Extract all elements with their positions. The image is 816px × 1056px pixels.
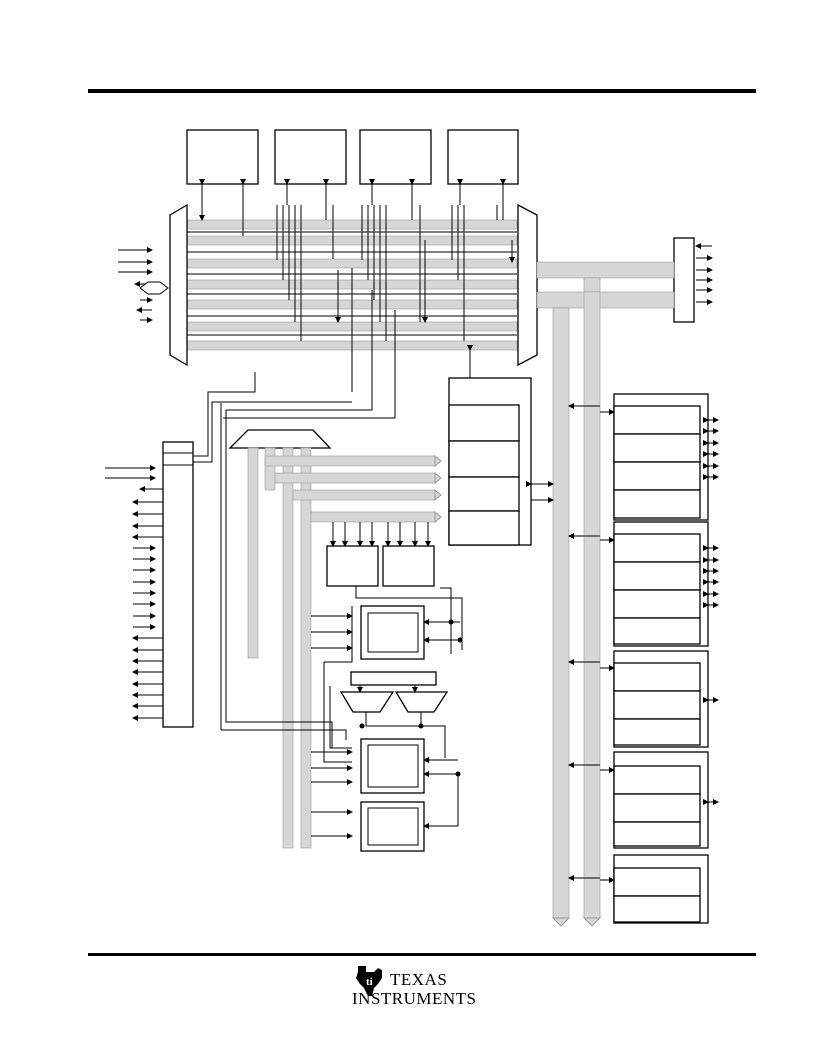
left-bus-pins [118,247,169,323]
left-io-block [105,372,352,728]
top-block-1 [186,129,259,185]
right-connector-block [673,237,713,323]
accumulator-section [220,392,463,852]
top-block-2 [274,129,347,185]
central-controller [448,345,554,546]
ti-logo: ti TEXAS INSTRUMENTS [352,964,492,1014]
left-bus-connector [169,203,188,367]
ti-state-bug-icon: ti [356,966,382,996]
peripheral-bus [536,261,675,927]
multiplier-section [311,605,463,713]
peripheral-modules [568,393,719,924]
top-blocks [186,129,519,185]
footer-rule [88,953,756,956]
header-rule [88,89,756,93]
register-blocks [326,522,435,587]
top-block-links [199,179,515,392]
top-block-4 [447,129,519,185]
logo-text-instruments: INSTRUMENTS [352,989,477,1008]
mux-and-data-buses [228,429,442,849]
svg-text:ti: ti [366,976,373,988]
logo-text-texas: TEXAS [390,970,448,989]
right-bus-connector [517,203,538,367]
top-block-3 [359,129,432,185]
